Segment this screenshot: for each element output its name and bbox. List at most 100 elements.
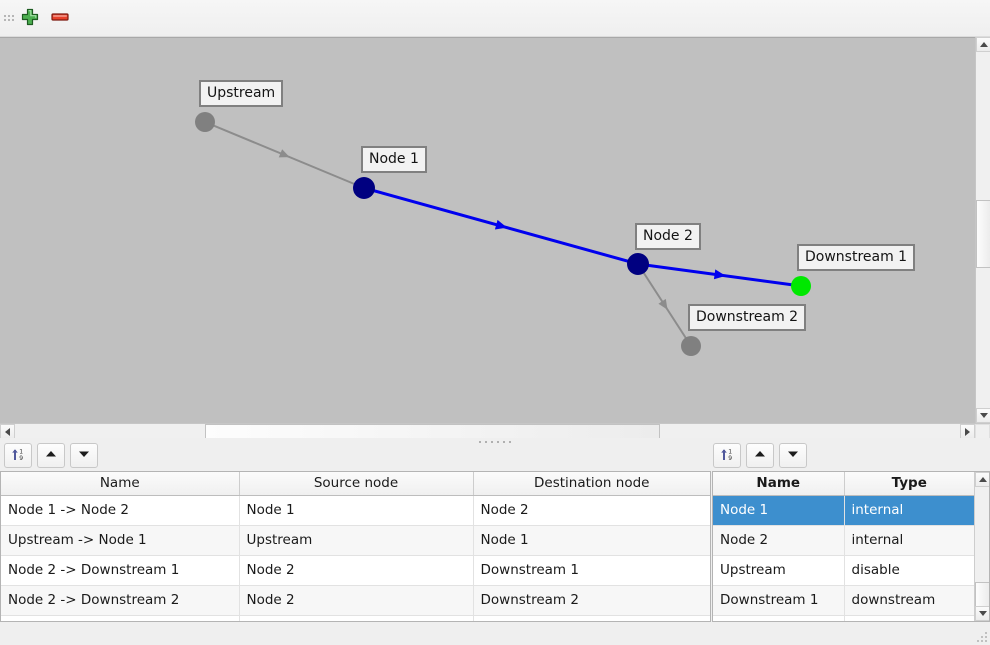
canvas-horizontal-scroll-thumb[interactable] [205,424,660,439]
scroll-down-arrow[interactable] [975,606,989,621]
table-cell[interactable]: Upstream [713,555,845,586]
edge-arrow-node2-downstream1 [713,269,726,280]
table-cell[interactable]: Downstream 1 [713,585,845,616]
table-cell[interactable]: Node 2 -> Downstream 1 [1,555,240,586]
node-label-upstream[interactable]: Upstream [199,80,284,107]
svg-text:1: 1 [19,448,23,455]
triangle-left-icon [5,427,10,436]
sort-arrow-icon: 1 9 [719,446,735,465]
table-cell[interactable]: Node 2 -> Downstream 2 [1,585,240,616]
triangle-down-icon [978,611,987,616]
triangle-up-icon [44,447,58,464]
edge-arrow-node1-node2 [494,219,508,230]
triangle-down-icon [786,447,800,464]
table-cell[interactable]: Node 1 [473,525,710,556]
links-panel-toolbar: 1 9 [4,441,98,469]
graph-node-node1[interactable] [353,177,375,199]
table-cell-empty [713,615,845,621]
triangle-up-icon [978,477,987,482]
edge-layer [204,121,802,347]
column-header-name[interactable]: Name [713,472,845,496]
table-cell[interactable]: disable [844,555,974,586]
table-cell[interactable]: Node 2 [473,495,710,526]
column-header-source-node[interactable]: Source node [239,472,474,496]
graph-node-upstream[interactable] [195,112,215,132]
table-cell[interactable]: Downstream 2 [473,585,710,616]
table-cell-empty [239,615,474,621]
links-move-up-button[interactable] [37,442,65,468]
scroll-left-arrow[interactable] [0,424,15,439]
column-header-name[interactable]: Name [1,472,240,496]
table-cell[interactable]: Node 1 -> Node 2 [1,495,240,526]
column-header-type[interactable]: Type [844,472,974,496]
remove-button[interactable] [45,3,75,33]
edge-arrow-upstream-node1 [278,149,290,158]
table-cell[interactable]: Node 2 [713,525,845,556]
scroll-down-arrow[interactable] [976,408,990,423]
svg-text:1: 1 [728,448,732,455]
table-cell[interactable]: internal [844,495,974,526]
table-cell[interactable]: Node 2 [239,555,474,586]
panel-splitter[interactable] [0,438,990,445]
nodes-move-down-button[interactable] [779,442,807,468]
graph-node-node2[interactable] [627,253,649,275]
canvas-vertical-scroll-thumb[interactable] [976,200,990,268]
canvas-vertical-scrollbar[interactable] [975,37,990,423]
graph-drawing [195,112,811,356]
table-cell[interactable]: downstream [844,585,974,616]
column-header-destination-node[interactable]: Destination node [473,472,710,496]
sort-arrow-icon: 1 9 [10,446,26,465]
graph-node-downstream1[interactable] [791,276,811,296]
links-sort-button[interactable]: 1 9 [4,442,32,468]
window-resize-grip[interactable] [973,628,987,642]
table-cell[interactable]: Node 1 [713,495,845,526]
green-plus-icon [20,7,40,30]
table-cell[interactable]: Node 2 [239,585,474,616]
canvas-horizontal-scrollbar[interactable] [0,423,990,439]
node-label-node2[interactable]: Node 2 [635,223,701,250]
graph-node-downstream2[interactable] [681,336,701,356]
scroll-up-arrow[interactable] [975,472,989,487]
table-empty-row [713,615,974,621]
table-cell[interactable]: Upstream [239,525,474,556]
node-label-downstream2[interactable]: Downstream 2 [688,304,807,331]
triangle-up-icon [753,447,767,464]
node-label-node1[interactable]: Node 1 [361,146,427,173]
scroll-right-arrow[interactable] [960,424,975,439]
triangle-down-icon [77,447,91,464]
links-move-down-button[interactable] [70,442,98,468]
table-empty-row [1,615,710,621]
table-cell[interactable]: Downstream 1 [473,555,710,586]
nodes-move-up-button[interactable] [746,442,774,468]
nodes-table-vertical-scrollbar[interactable] [974,472,989,621]
scroll-up-arrow[interactable] [976,37,990,52]
svg-text:9: 9 [19,455,23,462]
nodes-sort-button[interactable]: 1 9 [713,442,741,468]
table-cell[interactable]: internal [844,525,974,556]
node-label-downstream1[interactable]: Downstream 1 [797,244,916,271]
table-cell[interactable]: Upstream -> Node 1 [1,525,240,556]
toolbar-drag-grip[interactable] [3,6,15,30]
triangle-down-icon [979,413,988,418]
table-cell[interactable]: Node 1 [239,495,474,526]
add-button[interactable] [15,3,45,33]
